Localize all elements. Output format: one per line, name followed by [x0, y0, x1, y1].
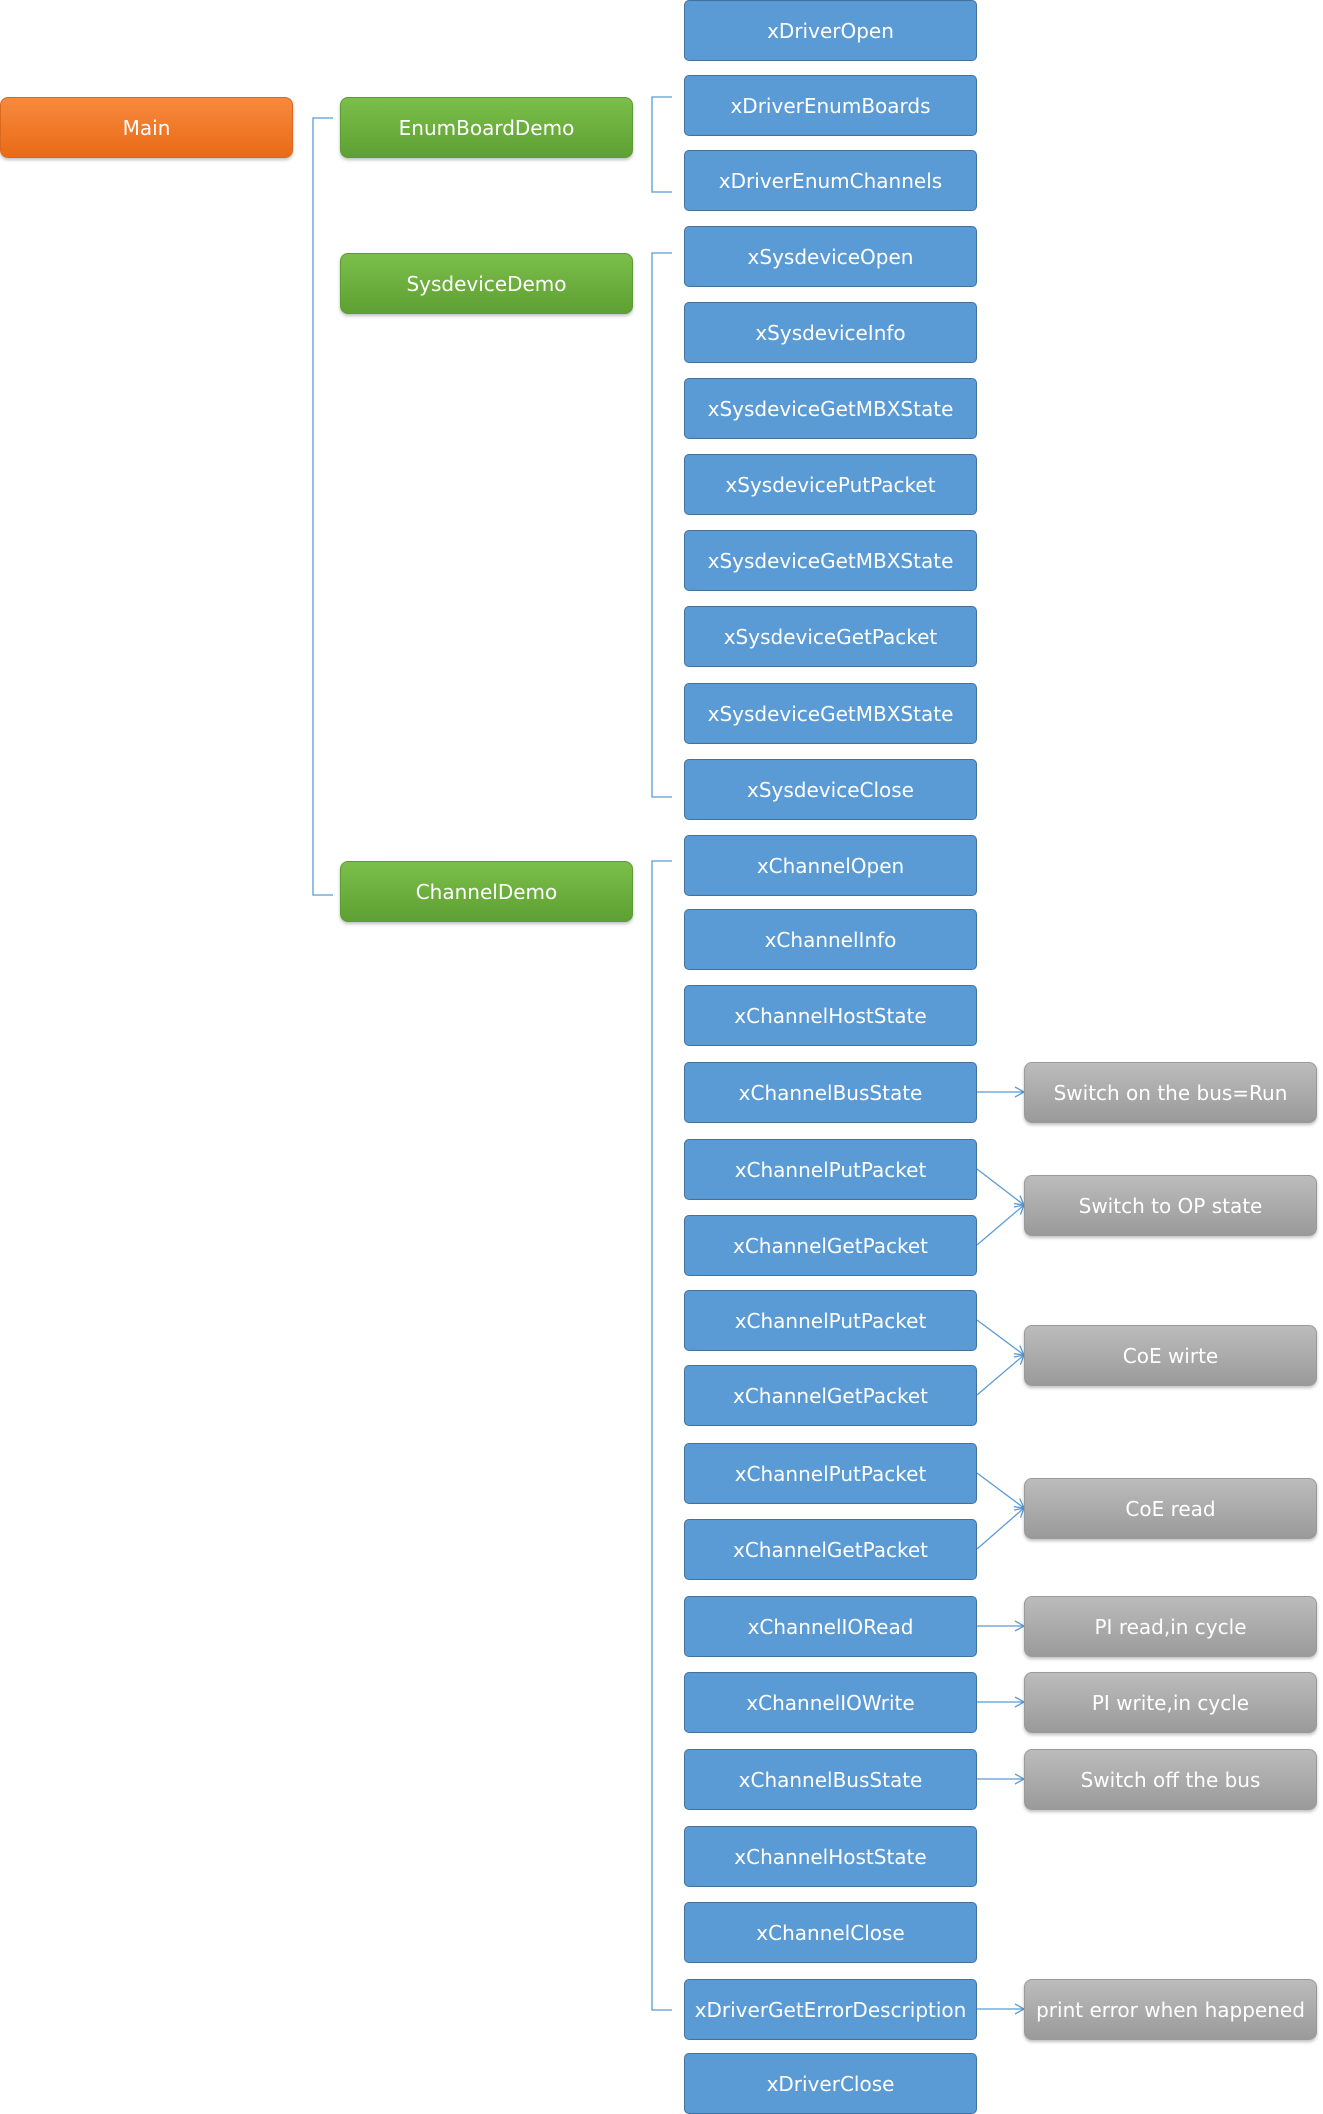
- sysdevice-demo-node: SysdeviceDemo: [340, 253, 633, 314]
- bracket-sysdevice-functions: [651, 252, 672, 798]
- note-label: Switch off the bus: [1080, 1767, 1261, 1792]
- function-label: xChannelGetPacket: [732, 1537, 929, 1562]
- function-label: xDriverGetErrorDescription: [694, 1997, 967, 2022]
- note-label: CoE read: [1125, 1496, 1216, 1521]
- function-node-sysdevice-get-mbx-state: xSysdeviceGetMBXState: [684, 683, 977, 744]
- function-node-channel-get-packet: xChannelGetPacket: [684, 1519, 977, 1580]
- function-node-channel-io-read: xChannelIORead: [684, 1596, 977, 1657]
- function-node-sysdevice-get-mbx-state: xSysdeviceGetMBXState: [684, 378, 977, 439]
- note-coe-read: CoE read: [1024, 1478, 1317, 1539]
- note-label: PI write,in cycle: [1091, 1690, 1250, 1715]
- note-label: PI read,in cycle: [1094, 1614, 1247, 1639]
- function-node-sysdevice-put-packet: xSysdevicePutPacket: [684, 454, 977, 515]
- function-label: xDriverEnumBoards: [730, 93, 931, 118]
- bracket-channel-functions: [651, 860, 672, 2011]
- bracket-enumboard-functions: [651, 96, 672, 193]
- function-node-sysdevice-get-mbx-state: xSysdeviceGetMBXState: [684, 530, 977, 591]
- bracket-main-to-demos: [312, 117, 333, 896]
- function-node-channel-get-packet: xChannelGetPacket: [684, 1215, 977, 1276]
- function-label: xChannelBusState: [738, 1080, 923, 1105]
- function-label: xSysdeviceGetMBXState: [707, 701, 954, 726]
- note-print-error: print error when happened: [1024, 1979, 1317, 2040]
- main-node: Main: [0, 97, 293, 158]
- function-node-channel-host-state: xChannelHostState: [684, 1826, 977, 1887]
- function-label: xChannelPutPacket: [734, 1157, 927, 1182]
- demo-node-label: EnumBoardDemo: [398, 115, 575, 140]
- function-node-sysdevice-info: xSysdeviceInfo: [684, 302, 977, 363]
- function-node-sysdevice-open: xSysdeviceOpen: [684, 226, 977, 287]
- function-label: xDriverClose: [766, 2071, 895, 2096]
- note-switch-off-bus: Switch off the bus: [1024, 1749, 1317, 1810]
- note-pi-write: PI write,in cycle: [1024, 1672, 1317, 1733]
- function-node-channel-open: xChannelOpen: [684, 835, 977, 896]
- function-label: xChannelIORead: [747, 1614, 914, 1639]
- main-node-label: Main: [122, 115, 171, 140]
- function-label: xChannelGetPacket: [732, 1233, 929, 1258]
- function-node-channel-close: xChannelClose: [684, 1902, 977, 1963]
- function-node-channel-put-packet: xChannelPutPacket: [684, 1290, 977, 1351]
- function-label: xChannelHostState: [734, 1003, 927, 1028]
- function-label: xDriverOpen: [767, 18, 894, 43]
- enumboard-demo-node: EnumBoardDemo: [340, 97, 633, 158]
- function-label: xChannelOpen: [756, 853, 905, 878]
- function-label: xSysdeviceGetMBXState: [707, 548, 954, 573]
- note-label: Switch on the bus=Run: [1053, 1080, 1288, 1105]
- function-label: xSysdeviceGetMBXState: [707, 396, 954, 421]
- function-node-channel-get-packet: xChannelGetPacket: [684, 1365, 977, 1426]
- function-node-channel-put-packet: xChannelPutPacket: [684, 1443, 977, 1504]
- note-pi-read: PI read,in cycle: [1024, 1596, 1317, 1657]
- function-label: xChannelClose: [756, 1920, 905, 1945]
- function-label: xSysdeviceInfo: [755, 320, 906, 345]
- note-coe-write: CoE wirte: [1024, 1325, 1317, 1386]
- channel-demo-node: ChannelDemo: [340, 861, 633, 922]
- function-node-driver-get-error-description: xDriverGetErrorDescription: [684, 1979, 977, 2040]
- note-label: Switch to OP state: [1078, 1193, 1263, 1218]
- note-label: CoE wirte: [1122, 1343, 1219, 1368]
- function-node-driver-close: xDriverClose: [684, 2053, 977, 2114]
- function-node-channel-put-packet: xChannelPutPacket: [684, 1139, 977, 1200]
- function-node-channel-io-write: xChannelIOWrite: [684, 1672, 977, 1733]
- function-label: xChannelIOWrite: [746, 1690, 915, 1715]
- connector-arrow: [976, 1472, 1026, 1509]
- function-label: xChannelPutPacket: [734, 1308, 927, 1333]
- function-node-sysdevice-get-packet: xSysdeviceGetPacket: [684, 606, 977, 667]
- function-node-channel-bus-state: xChannelBusState: [684, 1749, 977, 1810]
- function-label: xChannelPutPacket: [734, 1461, 927, 1486]
- function-node-channel-host-state: xChannelHostState: [684, 985, 977, 1046]
- function-node-channel-bus-state: xChannelBusState: [684, 1062, 977, 1123]
- function-node-driver-enum-boards: xDriverEnumBoards: [684, 75, 977, 136]
- demo-node-label: SysdeviceDemo: [406, 271, 567, 296]
- function-label: xDriverEnumChannels: [718, 168, 943, 193]
- connector-arrow: [976, 1354, 1026, 1396]
- note-switch-to-op-state: Switch to OP state: [1024, 1175, 1317, 1236]
- function-label: xChannelGetPacket: [732, 1383, 929, 1408]
- function-label: xChannelInfo: [764, 927, 897, 952]
- note-switch-on-bus: Switch on the bus=Run: [1024, 1062, 1317, 1123]
- function-node-driver-open: xDriverOpen: [684, 0, 977, 61]
- function-label: xChannelBusState: [738, 1767, 923, 1792]
- connector-arrow: [976, 1204, 1026, 1246]
- function-label: xSysdevicePutPacket: [725, 472, 936, 497]
- function-label: xSysdeviceClose: [747, 777, 914, 802]
- function-label: xChannelHostState: [734, 1844, 927, 1869]
- function-label: xSysdeviceOpen: [747, 244, 914, 269]
- demo-node-label: ChannelDemo: [415, 879, 558, 904]
- function-node-driver-enum-channels: xDriverEnumChannels: [684, 150, 977, 211]
- connector-arrow: [976, 1507, 1026, 1550]
- connector-arrow: [976, 1168, 1026, 1206]
- connector-arrow: [976, 1319, 1026, 1356]
- note-label: print error when happened: [1036, 1997, 1305, 2022]
- function-node-channel-info: xChannelInfo: [684, 909, 977, 970]
- function-node-sysdevice-close: xSysdeviceClose: [684, 759, 977, 820]
- function-label: xSysdeviceGetPacket: [723, 624, 938, 649]
